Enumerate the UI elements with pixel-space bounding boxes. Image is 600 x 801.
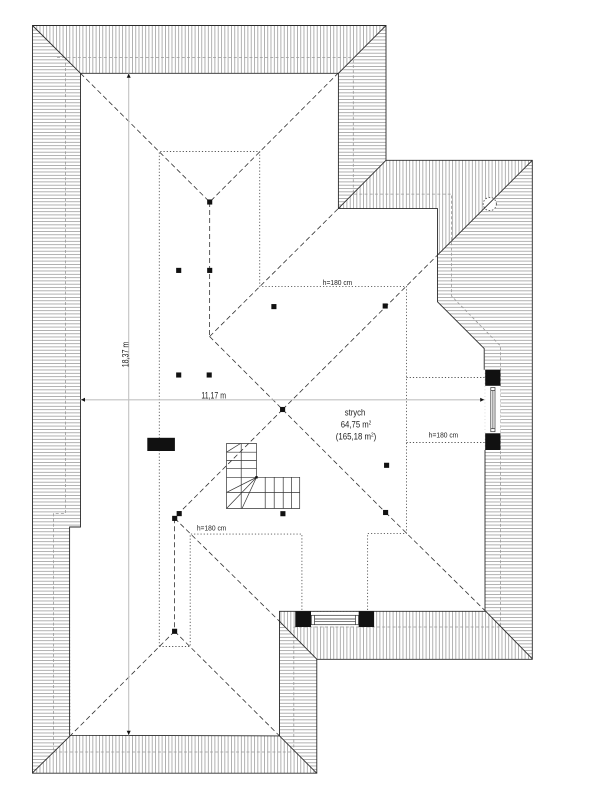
svg-text:64,75 m2: 64,75 m2 (341, 420, 372, 431)
svg-text:h=180 cm: h=180 cm (197, 524, 227, 533)
svg-text:18,37 m: 18,37 m (121, 342, 132, 368)
svg-text:h=180 cm: h=180 cm (323, 278, 353, 287)
svg-text:h=180 cm: h=180 cm (429, 431, 459, 440)
svg-text:(165,18 m2): (165,18 m2) (336, 432, 377, 443)
svg-text:strych: strych (345, 408, 366, 419)
svg-text:11,17 m: 11,17 m (201, 390, 226, 401)
